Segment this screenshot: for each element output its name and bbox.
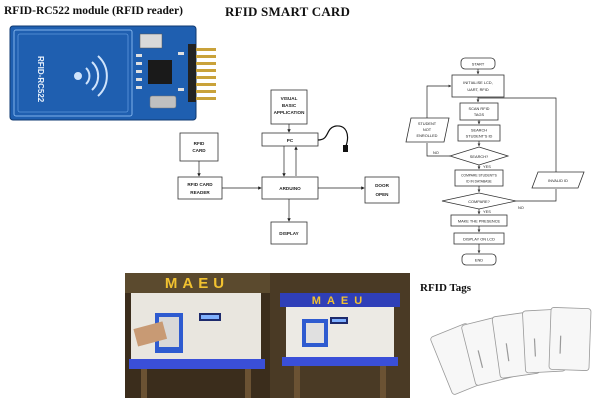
sign-text-1: MAEU xyxy=(165,275,229,292)
svg-text:START: START xyxy=(472,62,485,67)
svg-text:DISPLAY ON LCD: DISPLAY ON LCD xyxy=(463,237,495,242)
svg-text:INITIALISE LCD,: INITIALISE LCD, xyxy=(463,80,492,85)
svg-text:STUDENT'S ID: STUDENT'S ID xyxy=(466,134,493,139)
flow-end: END xyxy=(461,253,497,266)
svg-text:INVALID ID: INVALID ID xyxy=(548,178,568,183)
svg-text:DOOR: DOOR xyxy=(375,183,389,188)
flow-search-id: SEARCH STUDENT'S ID xyxy=(457,124,501,142)
svg-text:APPLICATION: APPLICATION xyxy=(274,110,305,115)
svg-text:STUDENT: STUDENT xyxy=(418,121,437,126)
flow-yes-label-1: YES xyxy=(483,164,491,169)
flow-scan: SCAN RFID TAGS xyxy=(459,102,499,121)
flow-compare-decision: COMPARE? xyxy=(441,192,517,210)
flow-yes-label-2: YES xyxy=(483,209,491,214)
svg-text:ID IN DATABASE: ID IN DATABASE xyxy=(466,180,492,184)
display-block: DISPLAY xyxy=(270,221,308,245)
svg-text:SEARCH?: SEARCH? xyxy=(470,154,489,159)
chip-label: RFID-RC522 xyxy=(36,56,45,103)
svg-text:CARD: CARD xyxy=(192,148,206,153)
svg-text:PC: PC xyxy=(287,138,294,143)
svg-text:ARDUINO: ARDUINO xyxy=(279,186,301,191)
header-pins xyxy=(196,48,216,100)
rfid-tags-image xyxy=(430,307,592,395)
svg-text:READER: READER xyxy=(190,190,210,195)
rfid-reader-block: RFID CARD READER xyxy=(177,176,223,200)
door-open-block: DOOR OPEN xyxy=(364,176,400,204)
svg-text:NOT: NOT xyxy=(423,127,432,132)
prototype-photo-1: MAEU xyxy=(125,273,270,398)
svg-text:SEARCH: SEARCH xyxy=(471,128,487,133)
svg-text:VISUAL: VISUAL xyxy=(281,96,298,101)
svg-text:OPEN: OPEN xyxy=(375,192,389,197)
svg-text:RFID: RFID xyxy=(194,141,205,146)
flow-not-enrolled: STUDENT NOT ENROLLED xyxy=(405,117,450,143)
flow-invalid-id: INVALID ID xyxy=(531,171,585,189)
arduino-block: ARDUINO xyxy=(261,176,319,200)
svg-text:DISPLAY: DISPLAY xyxy=(279,231,299,236)
svg-text:COMPARE?: COMPARE? xyxy=(468,199,490,204)
svg-text:RFID CARD: RFID CARD xyxy=(187,182,213,187)
svg-text:SCAN RFID: SCAN RFID xyxy=(469,106,490,111)
flow-start: START xyxy=(460,57,496,70)
flow-compare-db: COMPARE STUDENT'S ID IN DATABASE xyxy=(454,169,504,187)
sign-text-2: MAEU xyxy=(312,295,368,307)
flow-search-decision: SEARCH? xyxy=(448,146,510,166)
module-title: RFID-RC522 module (RFID reader) xyxy=(4,5,183,17)
prototype-photo-2: MAEU xyxy=(270,273,410,398)
main-title: RFID SMART CARD xyxy=(225,4,351,19)
flow-no-label-2: NO xyxy=(518,205,524,210)
svg-text:UART, RFID: UART, RFID xyxy=(467,87,489,92)
svg-text:COMPARE STUDENT'S: COMPARE STUDENT'S xyxy=(461,174,498,178)
antenna-waves-icon xyxy=(74,55,108,97)
svg-text:MAKE THE PRESENCE: MAKE THE PRESENCE xyxy=(458,219,501,224)
flow-init: INITIALISE LCD, UART, RFID xyxy=(451,74,505,98)
svg-text:TAGS: TAGS xyxy=(474,112,485,117)
rfid-module-image: RFID-RC522 xyxy=(9,25,216,121)
flow-presence: MAKE THE PRESENCE xyxy=(450,214,508,227)
svg-text:ENROLLED: ENROLLED xyxy=(417,133,438,138)
svg-text:BASIC: BASIC xyxy=(282,103,297,108)
svg-text:END: END xyxy=(475,258,483,263)
flow-display-lcd: DISPLAY ON LCD xyxy=(453,232,505,245)
tags-title: RFID Tags xyxy=(420,282,472,294)
rfid-card-block: RFID CARD xyxy=(179,132,219,162)
visual-basic-block: VISUAL BASIC APPLICATION xyxy=(270,89,308,125)
flow-no-label-1: NO xyxy=(433,150,439,155)
usb-cable-icon xyxy=(317,125,349,147)
